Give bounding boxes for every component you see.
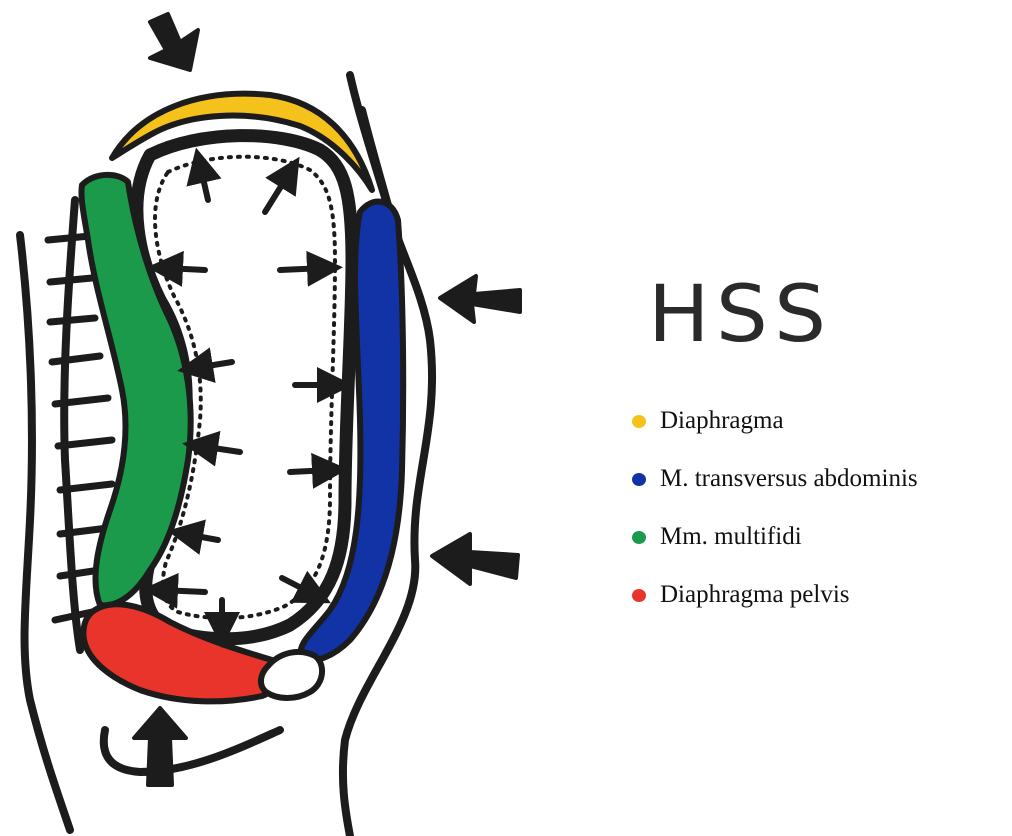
diagram-title: HSS: [648, 270, 832, 360]
legend-label: M. transversus abdominis: [660, 465, 918, 493]
legend-item-pelvic-diaphragm: Diaphragma pelvis: [632, 566, 918, 624]
arrow-icon: [160, 590, 205, 592]
legend-item-transversus: M. transversus abdominis: [632, 450, 918, 508]
pelvic-floor-line: [104, 730, 280, 772]
legend-label: Mm. multifidi: [660, 523, 802, 551]
yellow-dot-icon: [632, 415, 646, 428]
legend: Diaphragma M. transversus abdominis Mm. …: [632, 392, 918, 624]
arrow-icon: [165, 268, 205, 270]
arrow-left-icon: [432, 534, 518, 584]
red-dot-icon: [632, 589, 646, 602]
green-dot-icon: [632, 531, 646, 544]
legend-label: Diaphragma pelvis: [660, 581, 850, 609]
arrow-left-icon: [440, 276, 520, 322]
legend-item-diaphragma: Diaphragma: [632, 392, 918, 450]
arrow-icon: [280, 268, 325, 270]
legend-label: Diaphragma: [660, 407, 784, 435]
blue-dot-icon: [632, 473, 646, 486]
legend-item-multifidi: Mm. multifidi: [632, 508, 918, 566]
arrow-icon: [290, 470, 330, 472]
spine-contour-line: [64, 200, 80, 650]
arrow-down-icon: [150, 14, 198, 70]
